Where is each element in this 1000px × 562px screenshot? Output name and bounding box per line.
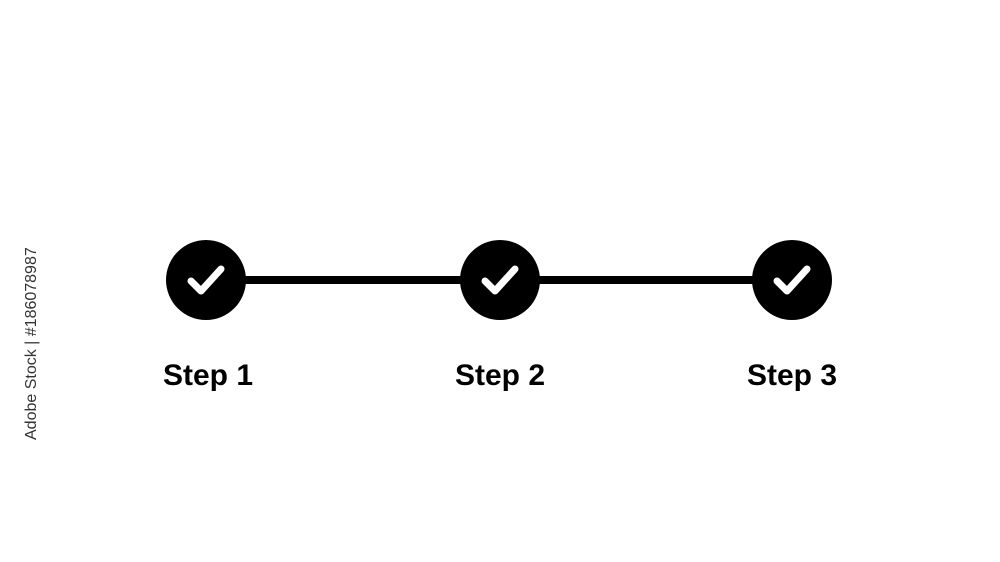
stock-watermark-id: Adobe Stock | #186078987 [22,247,42,460]
stock-watermark-text: Adobe Stock | #186078987 [23,247,40,440]
check-icon [773,265,811,295]
step-2-circle [460,240,540,320]
step-connector-1-2 [206,276,500,284]
step-connector-2-3 [500,276,792,284]
step-3-label: Step 3 [746,359,838,392]
step-2-label: Step 2 [454,359,546,392]
check-icon [481,265,519,295]
step-1-circle [166,240,246,320]
step-1-label: Step 1 [162,359,254,392]
check-icon [187,265,225,295]
step-3-circle [752,240,832,320]
